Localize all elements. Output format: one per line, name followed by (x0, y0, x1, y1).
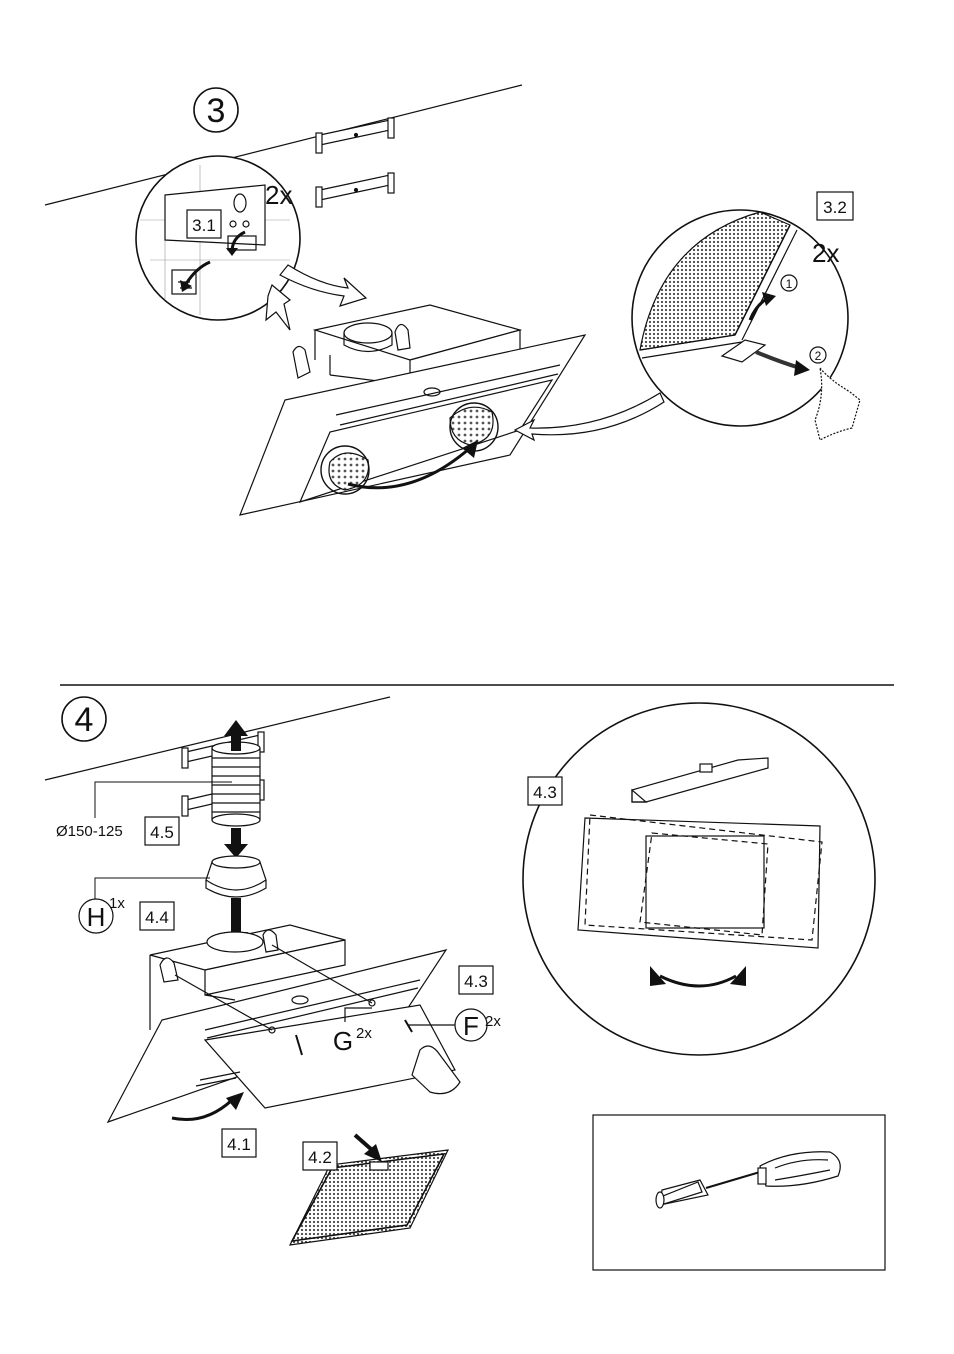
label-box-4-1 (221, 1128, 257, 1158)
order-marker-1: 1 (786, 277, 793, 291)
count-F: 2x (485, 1013, 501, 1030)
label-box-4-4 (139, 901, 175, 931)
arrow-down-2 (231, 898, 241, 934)
arrow-to-hood-right (279, 264, 368, 307)
screwdriver-icon (655, 1151, 841, 1209)
count-G: 2x (356, 1025, 372, 1042)
wall-line-4 (44, 696, 391, 781)
count-2x-right: 2x (812, 238, 839, 268)
detail-circle-3-2 (631, 209, 849, 427)
tool-panel (592, 1114, 886, 1271)
wall-line (44, 84, 523, 206)
hood-unit-step3 (239, 304, 587, 516)
hood-unit-step4 (106, 924, 461, 1124)
label-box-4-3-detail (527, 776, 563, 806)
wall-bracket-upper (315, 117, 395, 154)
label-box-4-3 (458, 965, 494, 995)
part-H-circle (78, 898, 114, 934)
part-F-label: F (463, 1011, 479, 1041)
step-4-number: 4 (75, 701, 94, 739)
step-3-panel (44, 84, 861, 516)
step-3-number: 3 (207, 92, 226, 130)
label-3-2: 3.2 (823, 198, 847, 217)
detail-circle-4-3 (522, 702, 876, 1056)
adapter-collar-H (205, 855, 267, 898)
spirit-level-icon (631, 757, 769, 803)
wall-bracket-lower (315, 172, 395, 208)
label-4-2: 4.2 (308, 1148, 332, 1167)
flexible-duct (211, 741, 261, 827)
step-3-circle (193, 87, 239, 133)
removed-filter-clip (814, 365, 861, 441)
arrow-to-filter (513, 392, 665, 442)
label-box-3-2 (816, 191, 854, 221)
part-G-label: G (333, 1026, 353, 1056)
count-H: 1x (109, 895, 125, 912)
label-box-4-2 (302, 1141, 338, 1171)
label-3-1: 3.1 (192, 216, 216, 235)
arrow-filter-out (364, 1144, 382, 1162)
diameter-label: Ø150-125 (56, 823, 123, 840)
arrow-down-1 (231, 828, 241, 846)
label-4-3: 4.3 (464, 972, 488, 991)
step-4-circle (61, 696, 107, 742)
label-4-4: 4.4 (145, 908, 169, 927)
rotate-arrow-icon (650, 966, 746, 988)
label-box-3-1 (186, 209, 222, 239)
label-box-4-5 (144, 816, 180, 846)
arrow-to-hood-down (265, 283, 292, 331)
part-H-label: H (87, 902, 106, 932)
step-4-panel (44, 696, 886, 1271)
grease-filter (288, 1149, 450, 1246)
label-4-5: 4.5 (150, 823, 174, 842)
label-4-3-detail: 4.3 (533, 783, 557, 802)
count-2x-top: 2x (265, 180, 292, 210)
arrow-up (231, 733, 241, 751)
order-marker-2: 2 (815, 349, 822, 363)
label-4-1: 4.1 (227, 1135, 251, 1154)
